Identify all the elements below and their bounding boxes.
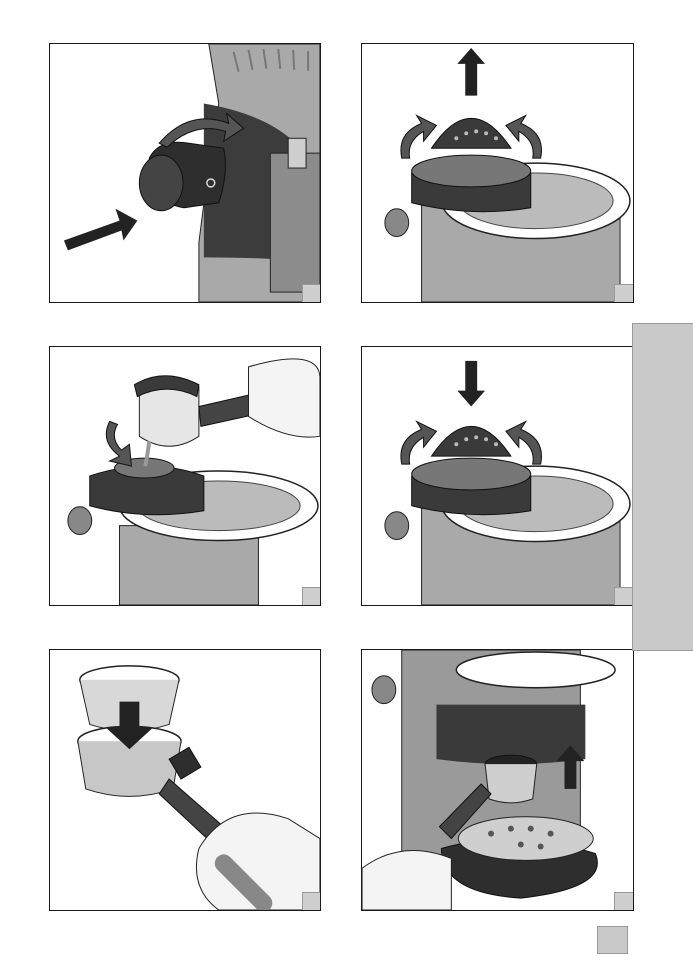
side-tab [632,323,693,651]
figure-5-step-box [302,892,321,911]
page-number-box [597,926,628,954]
figure-6-step-box [614,892,634,911]
figure-2-panel [361,43,634,303]
figure-6-panel [361,649,634,911]
figure-4-panel [361,346,634,606]
figure-1-step-box [302,284,321,303]
figure-4-step-box [614,587,634,606]
figure-1-illustration [50,44,320,302]
figure-2-illustration [362,44,633,302]
figure-3-illustration [50,347,320,605]
figure-5-illustration [50,650,320,910]
figure-3-panel [49,346,321,606]
figure-5-panel [49,649,321,911]
figure-2-step-box [614,284,634,303]
figure-3-step-box [302,587,321,606]
figure-4-illustration [362,347,633,605]
figure-1-panel [49,43,321,303]
figure-6-illustration [362,650,633,910]
